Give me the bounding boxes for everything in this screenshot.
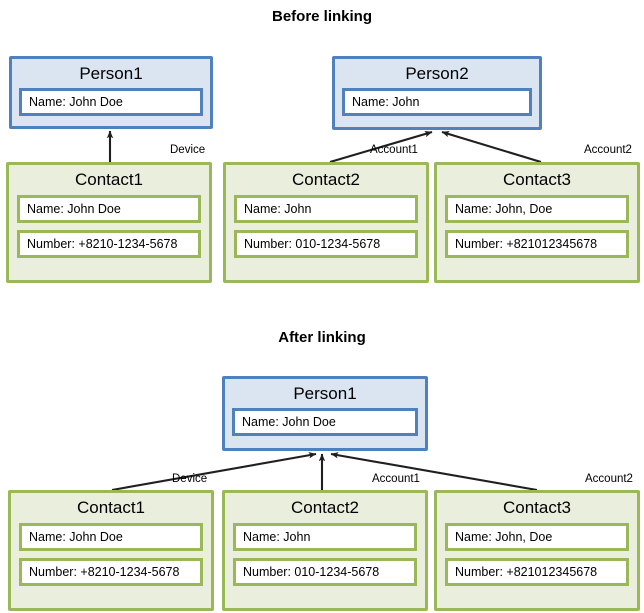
contact2-title-after: Contact2 (290, 498, 360, 517)
contact1-number-field-after[interactable]: Number: +8210-1234-5678 (19, 558, 203, 586)
contact2-number-field-before[interactable]: Number: 010-1234-5678 (234, 230, 418, 258)
contact1-number-field-before[interactable]: Number: +8210-1234-5678 (17, 230, 201, 258)
person1-name-field-before[interactable]: Name: John Doe (19, 88, 203, 116)
contact3-title-before: Contact3 (502, 170, 572, 189)
edge-contact3-person2 (441, 130, 542, 164)
edge-label-device-before: Device (170, 144, 206, 156)
person1-node-before[interactable]: Person1 Name: John Doe (9, 56, 213, 129)
person2-name-field-before[interactable]: Name: John (342, 88, 532, 116)
contact2-title-before: Contact2 (291, 170, 361, 189)
person1-name-field-after[interactable]: Name: John Doe (232, 408, 418, 436)
contact1-node-before[interactable]: Contact1 Name: John Doe Number: +8210-12… (6, 162, 212, 283)
person1-title-before: Person1 (79, 64, 143, 83)
person2-node-before[interactable]: Person2 Name: John (332, 56, 542, 130)
edge-after-contact3-person1 (330, 452, 538, 492)
contact1-title-before: Contact1 (74, 170, 144, 189)
edge-label-account2-after: Account2 (585, 473, 633, 485)
contact3-number-field-before[interactable]: Number: +821012345678 (445, 230, 629, 258)
contact1-node-after[interactable]: Contact1 Name: John Doe Number: +8210-12… (8, 490, 214, 611)
section-title-before: Before linking (271, 8, 372, 25)
edge-label-account1-after: Account1 (372, 473, 420, 485)
edge-label-account2-before: Account2 (584, 144, 632, 156)
contact2-name-field-before[interactable]: Name: John (234, 195, 418, 223)
section-title-after: After linking (278, 329, 366, 346)
contact2-number-field-after[interactable]: Number: 010-1234-5678 (233, 558, 417, 586)
edge-label-device-after: Device (172, 473, 208, 485)
contact1-name-field-before[interactable]: Name: John Doe (17, 195, 201, 223)
contact2-node-after[interactable]: Contact2 Name: John Number: 010-1234-567… (222, 490, 428, 611)
contact2-name-field-after[interactable]: Name: John (233, 523, 417, 551)
edge-after-contact1-person1 (111, 452, 317, 492)
person1-node-after[interactable]: Person1 Name: John Doe (222, 376, 428, 451)
contact3-name-field-after[interactable]: Name: John, Doe (445, 523, 629, 551)
contact3-title-after: Contact3 (502, 498, 572, 517)
contact3-node-before[interactable]: Contact3 Name: John, Doe Number: +821012… (434, 162, 640, 283)
edge-label-account1-before: Account1 (370, 144, 418, 156)
contact3-node-after[interactable]: Contact3 Name: John, Doe Number: +821012… (434, 490, 640, 611)
contact1-name-field-after[interactable]: Name: John Doe (19, 523, 203, 551)
contact2-node-before[interactable]: Contact2 Name: John Number: 010-1234-567… (223, 162, 429, 283)
person1-title-after: Person1 (293, 384, 357, 403)
contact1-title-after: Contact1 (76, 498, 146, 517)
contact3-number-field-after[interactable]: Number: +821012345678 (445, 558, 629, 586)
contact3-name-field-before[interactable]: Name: John, Doe (445, 195, 629, 223)
person2-title-before: Person2 (405, 64, 469, 83)
